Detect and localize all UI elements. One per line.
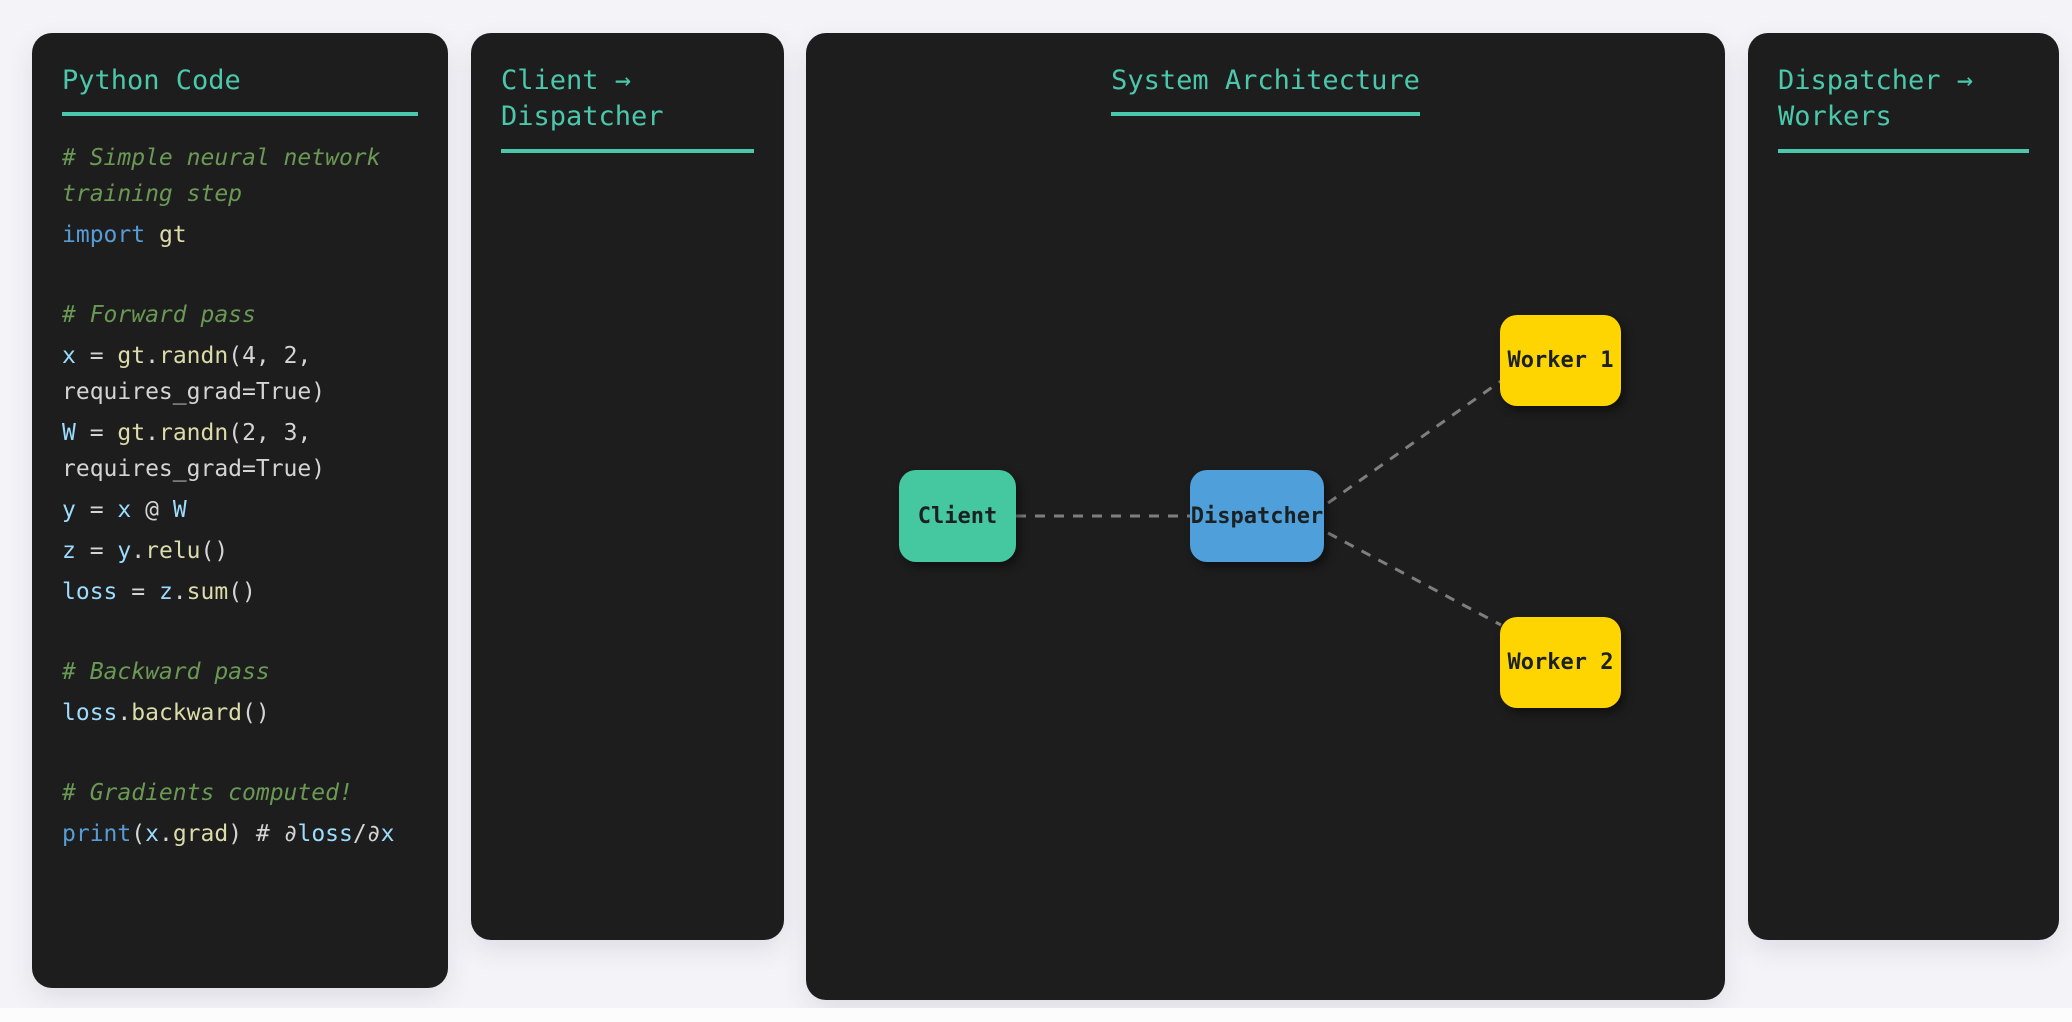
code-token: x bbox=[117, 497, 132, 524]
code-token: . bbox=[145, 420, 159, 447]
node-worker-2: Worker 2 bbox=[1500, 617, 1621, 708]
code-token: # Forward pass bbox=[62, 302, 256, 329]
architecture-diagram: Client Dispatcher Worker 1 Worker 2 bbox=[806, 33, 1725, 1000]
code-token: . bbox=[117, 700, 132, 727]
code-token: z bbox=[62, 538, 76, 565]
code-token: W bbox=[172, 497, 187, 524]
code-token: # Backward pass bbox=[62, 659, 270, 686]
code-token: = bbox=[75, 538, 118, 565]
code-token: @ bbox=[131, 497, 173, 524]
code-token bbox=[145, 222, 159, 248]
edge-dispatcher-to-worker-1 bbox=[1327, 379, 1502, 505]
code-line: # Gradients computed! bbox=[62, 775, 418, 811]
python-code-panel: Python Code # Simple neural network trai… bbox=[32, 33, 448, 988]
code-token: . bbox=[145, 343, 159, 370]
code-token: backward bbox=[131, 700, 243, 727]
code-token: ) # ∂ bbox=[228, 821, 298, 848]
code-token: W bbox=[62, 420, 76, 447]
code-token: (4, 2, requires_grad=True) bbox=[62, 343, 326, 406]
code-line: x = gt.randn(4, 2, requires_grad=True) bbox=[62, 338, 418, 410]
code-token: relu bbox=[145, 538, 201, 565]
client-dispatcher-title: Client → Dispatcher bbox=[501, 63, 754, 153]
code-line: y = x @ W bbox=[62, 492, 418, 528]
edges-svg bbox=[1016, 379, 1502, 627]
system-architecture-title-wrap: System Architecture bbox=[836, 63, 1695, 117]
code-token: . bbox=[158, 821, 173, 848]
edge-dispatcher-to-worker-2 bbox=[1327, 531, 1502, 627]
code-token: z bbox=[158, 579, 173, 606]
code-line: # Forward pass bbox=[62, 297, 418, 333]
system-architecture-title: System Architecture bbox=[1111, 63, 1420, 117]
code-token: = bbox=[117, 579, 159, 606]
code-token: x bbox=[62, 343, 76, 370]
node-worker-1: Worker 1 bbox=[1500, 315, 1621, 406]
code-token: loss bbox=[62, 700, 118, 727]
dispatcher-workers-panel: Dispatcher → Workers bbox=[1748, 33, 2059, 940]
code-block: # Simple neural network training step imp… bbox=[62, 140, 418, 852]
code-token: () bbox=[242, 700, 270, 727]
code-token: y bbox=[62, 497, 76, 524]
code-token: x bbox=[380, 821, 395, 848]
code-token: () bbox=[200, 538, 229, 565]
code-line: z = y.relu() bbox=[62, 533, 418, 569]
code-line: import gt bbox=[62, 217, 418, 253]
bottom-strip bbox=[0, 1008, 2072, 1022]
code-token: = bbox=[75, 343, 118, 370]
code-token: # Gradients computed! bbox=[62, 780, 353, 807]
code-token: gt bbox=[117, 420, 146, 447]
code-token: print bbox=[62, 821, 132, 848]
code-token: /∂ bbox=[352, 821, 381, 848]
code-line: # Backward pass bbox=[62, 654, 418, 690]
code-token: loss bbox=[62, 579, 118, 606]
code-line: loss.backward() bbox=[62, 695, 418, 731]
code-token: randn bbox=[158, 420, 229, 447]
code-token: () bbox=[228, 579, 256, 606]
code-token: = bbox=[75, 420, 118, 447]
code-line: print(x.grad) # ∂loss/∂x bbox=[62, 816, 418, 852]
code-token: randn bbox=[158, 343, 229, 370]
code-token: (2, 3, requires_grad=True) bbox=[62, 420, 326, 483]
python-code-title: Python Code bbox=[62, 63, 418, 117]
node-client: Client bbox=[899, 470, 1016, 562]
code-token: x bbox=[145, 821, 159, 848]
dispatcher-workers-title: Dispatcher → Workers bbox=[1778, 63, 2029, 153]
code-token: sum bbox=[186, 579, 229, 606]
code-line: loss = z.sum() bbox=[62, 574, 418, 610]
code-token: grad bbox=[172, 821, 229, 848]
code-token: gt bbox=[158, 222, 187, 249]
code-token: import bbox=[62, 222, 146, 249]
code-line: # Simple neural network training step bbox=[62, 140, 418, 212]
code-token: ( bbox=[131, 821, 146, 848]
code-line: W = gt.randn(2, 3, requires_grad=True) bbox=[62, 415, 418, 487]
client-dispatcher-panel: Client → Dispatcher bbox=[471, 33, 784, 940]
node-dispatcher: Dispatcher bbox=[1190, 470, 1324, 562]
code-token: gt bbox=[117, 343, 146, 370]
code-token: loss bbox=[297, 821, 353, 848]
code-token: # Simple neural network training step bbox=[62, 145, 381, 208]
code-token: = bbox=[75, 497, 118, 524]
code-token: y bbox=[117, 538, 132, 565]
code-token: . bbox=[131, 538, 146, 565]
code-token: . bbox=[172, 579, 187, 606]
